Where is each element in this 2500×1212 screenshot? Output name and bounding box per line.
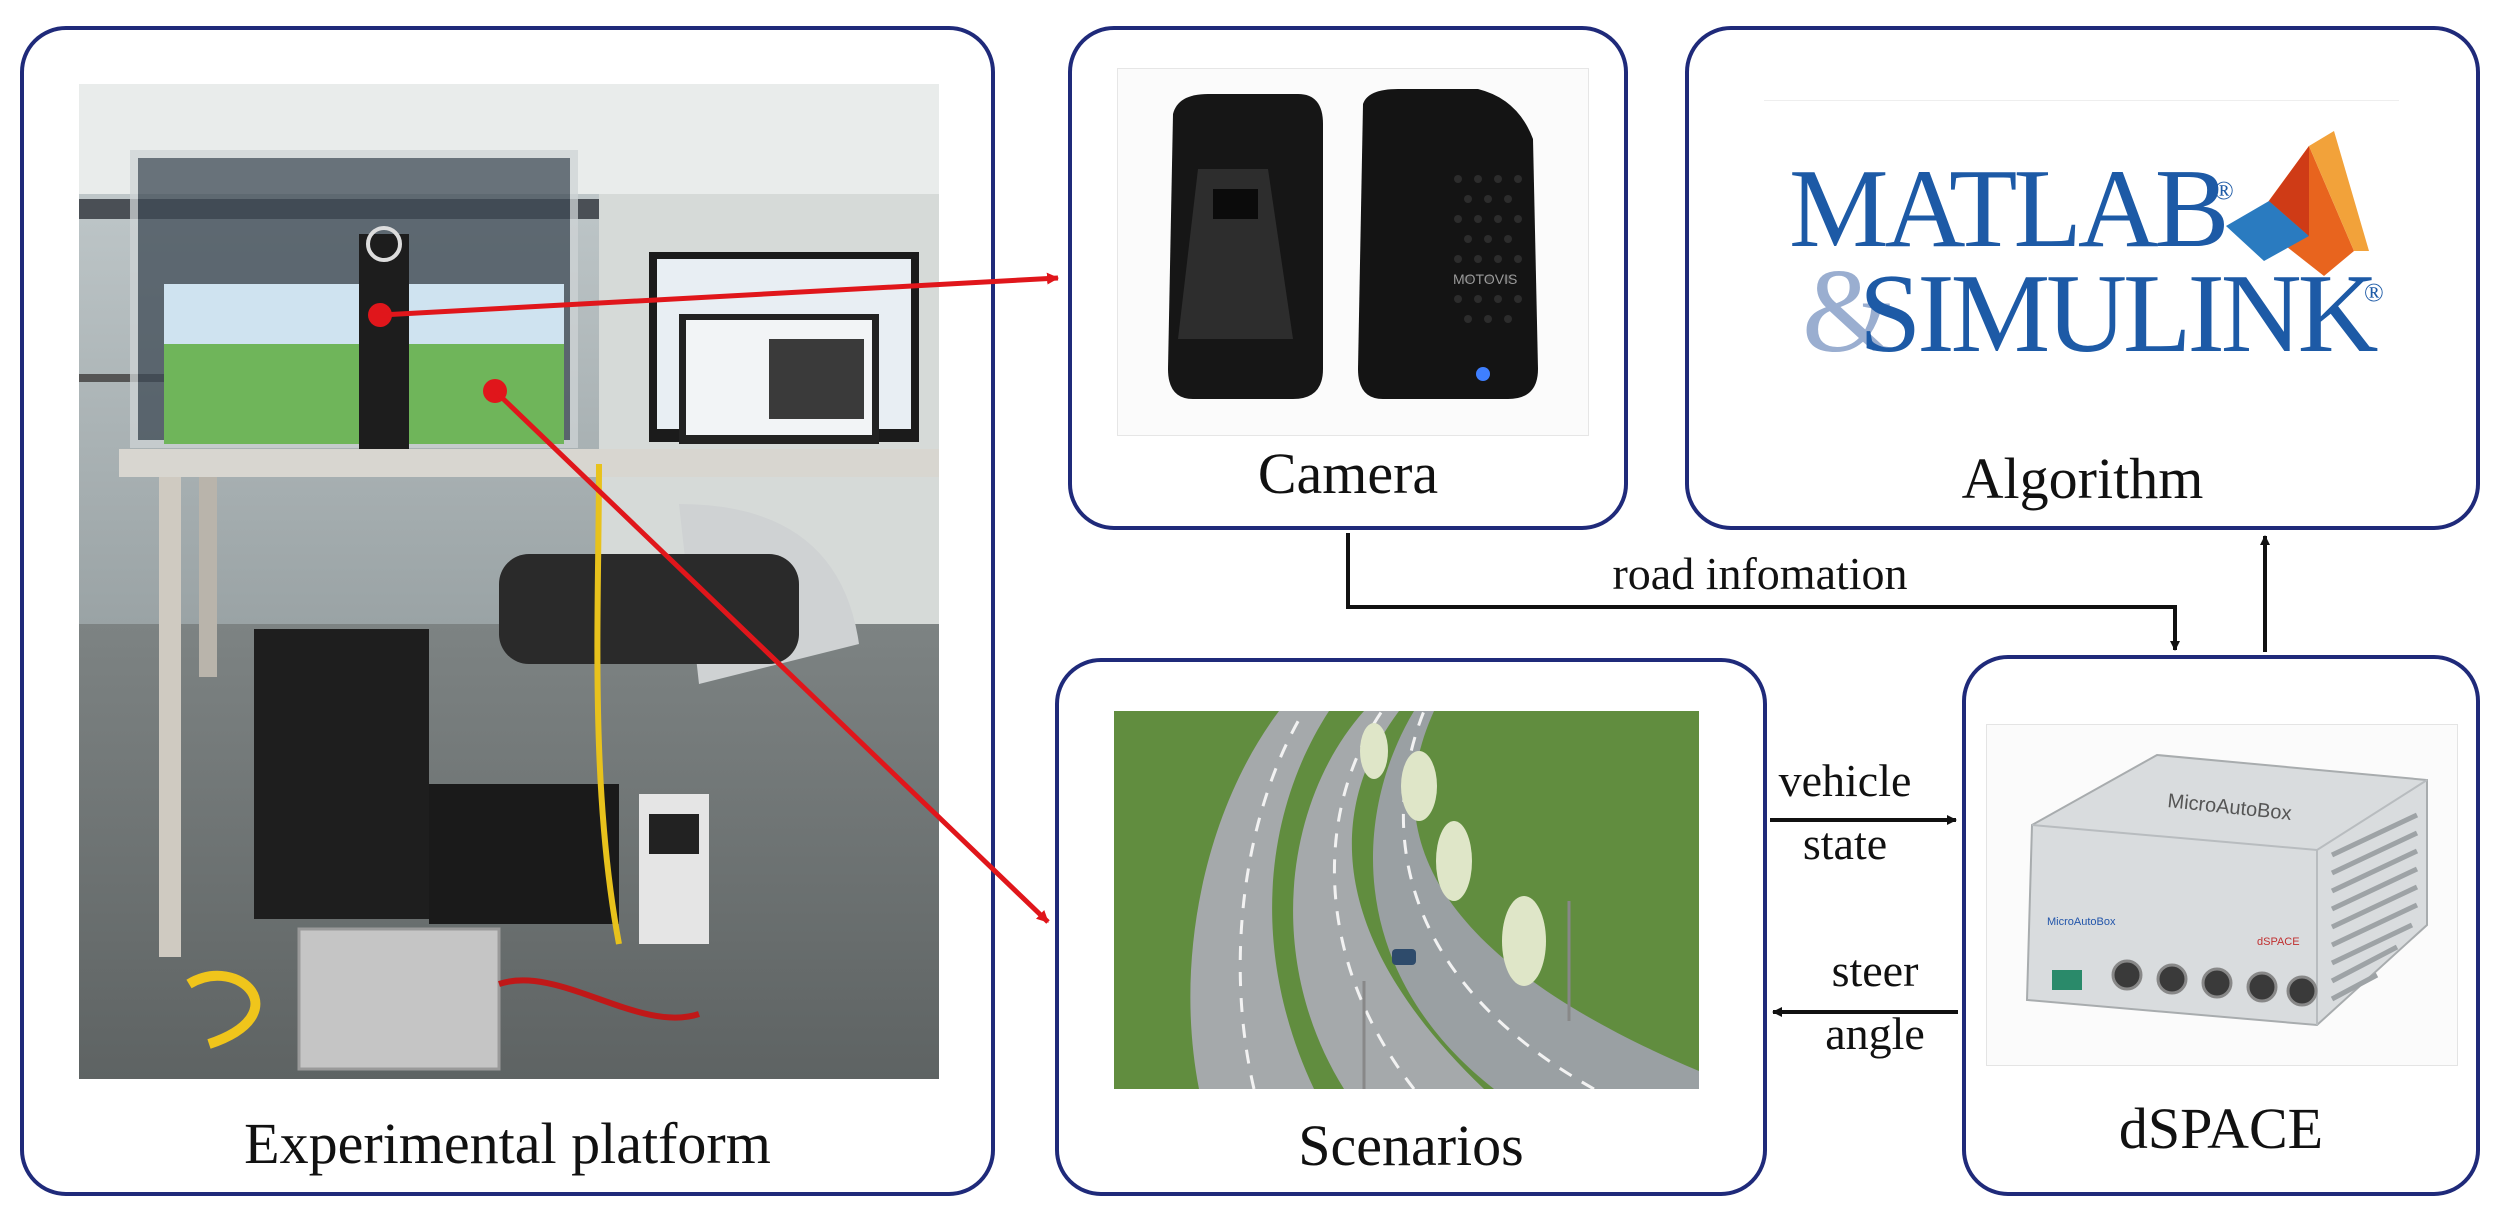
logo-reg-mark-2: ® <box>2364 278 2384 307</box>
red-arrow-to-camera <box>368 272 1059 327</box>
state-label: state <box>1802 818 1888 869</box>
matlab-logo: MATLAB ® & SIMULINK ® <box>1764 100 2399 397</box>
experimental-platform-photo <box>79 84 939 1079</box>
vehicle-label: vehicle <box>1778 755 1912 806</box>
dspace-panel: MicroAutoBox MicroAutoBox dSPACE dSPACE <box>1962 655 2480 1196</box>
microautobox-illustration: MicroAutoBox MicroAutoBox dSPACE <box>2025 753 2428 1027</box>
logo-line1: MATLAB <box>1789 147 2225 271</box>
camera-panel: MOTOVIS Camera <box>1068 26 1628 530</box>
scenario-simulation-image <box>1114 711 1699 1089</box>
experimental-platform-caption: Experimental platform <box>244 1111 771 1176</box>
camera-device-illustration: MOTOVIS <box>1168 89 1538 399</box>
logo-line2: SIMULINK <box>1859 252 2378 376</box>
dspace-caption: dSPACE <box>2118 1096 2324 1161</box>
logo-reg-mark-1: ® <box>2214 176 2234 205</box>
road-information-arrow <box>1346 533 2180 651</box>
box-front-label: MicroAutoBox <box>2047 916 2116 928</box>
membrane-icon <box>2226 131 2369 276</box>
red-arrow-to-scenarios <box>483 379 1050 924</box>
scenarios-caption: Scenarios <box>1298 1113 1524 1178</box>
camera-caption: Camera <box>1257 441 1439 506</box>
road-information-label: road infomation <box>1612 548 1908 599</box>
camera-brand-text: MOTOVIS <box>1453 271 1517 287</box>
scenarios-panel: Scenarios <box>1055 658 1767 1196</box>
algorithm-panel: MATLAB ® & SIMULINK ® Algorithm <box>1685 26 2480 530</box>
algorithm-caption: Algorithm <box>1961 446 2204 511</box>
platform-photo-illustration <box>79 84 939 1079</box>
experimental-platform-panel: Experimental platform <box>20 26 995 1196</box>
angle-label: angle <box>1825 1008 1925 1059</box>
dspace-device-photo: MicroAutoBox MicroAutoBox dSPACE <box>1986 724 2458 1066</box>
road-scene-illustration <box>1114 711 1699 1089</box>
box-brand-text: dSPACE <box>2257 936 2300 948</box>
steer-label: steer <box>1831 945 1919 996</box>
logo-ampersand: & <box>1802 244 1895 377</box>
camera-photo: MOTOVIS <box>1117 68 1589 436</box>
matlab-simulink-logo: MATLAB ® & SIMULINK ® <box>1789 131 2384 377</box>
